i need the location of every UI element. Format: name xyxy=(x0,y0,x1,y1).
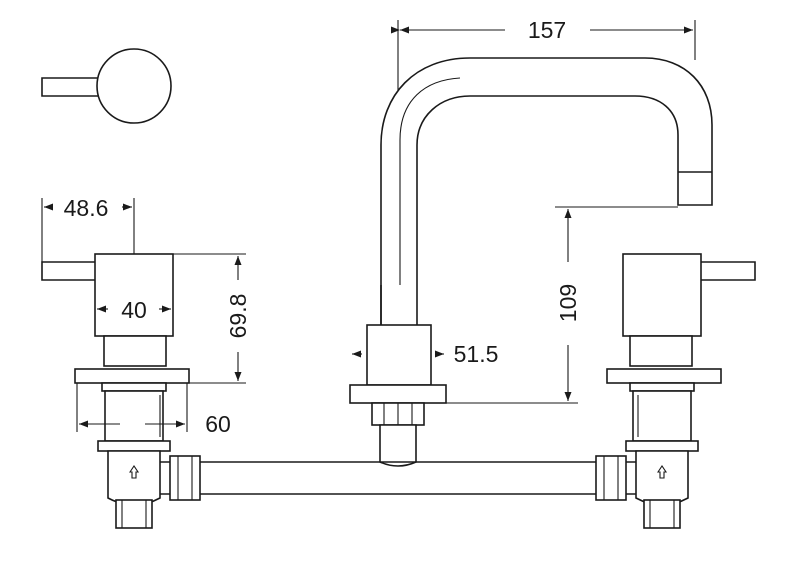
handle-top-view xyxy=(41,48,172,124)
dimension-handle-diameter: 40 xyxy=(97,297,171,323)
label-spout-reach: 157 xyxy=(528,17,566,43)
dimension-handle-height: 69.8 xyxy=(173,253,251,384)
spout xyxy=(349,57,713,467)
left-valve xyxy=(41,253,201,529)
dimension-spout-reach: 157 xyxy=(391,17,696,90)
label-handle-height: 69.8 xyxy=(225,294,251,339)
label-spout-base-width: 51.5 xyxy=(454,341,499,367)
label-spout-height: 109 xyxy=(555,284,581,322)
label-handle-diameter: 40 xyxy=(121,297,147,323)
dimension-spout-base-width: 51.5 xyxy=(352,341,498,367)
connecting-pipe xyxy=(200,461,596,495)
right-valve xyxy=(595,253,756,529)
dimension-handle-reach: 48.6 xyxy=(41,195,135,262)
dimension-spout-height: 109 xyxy=(446,206,678,404)
label-handle-reach: 48.6 xyxy=(64,195,109,221)
label-flange-width: 60 xyxy=(205,411,231,437)
dimension-flange-width: 60 xyxy=(76,383,231,437)
